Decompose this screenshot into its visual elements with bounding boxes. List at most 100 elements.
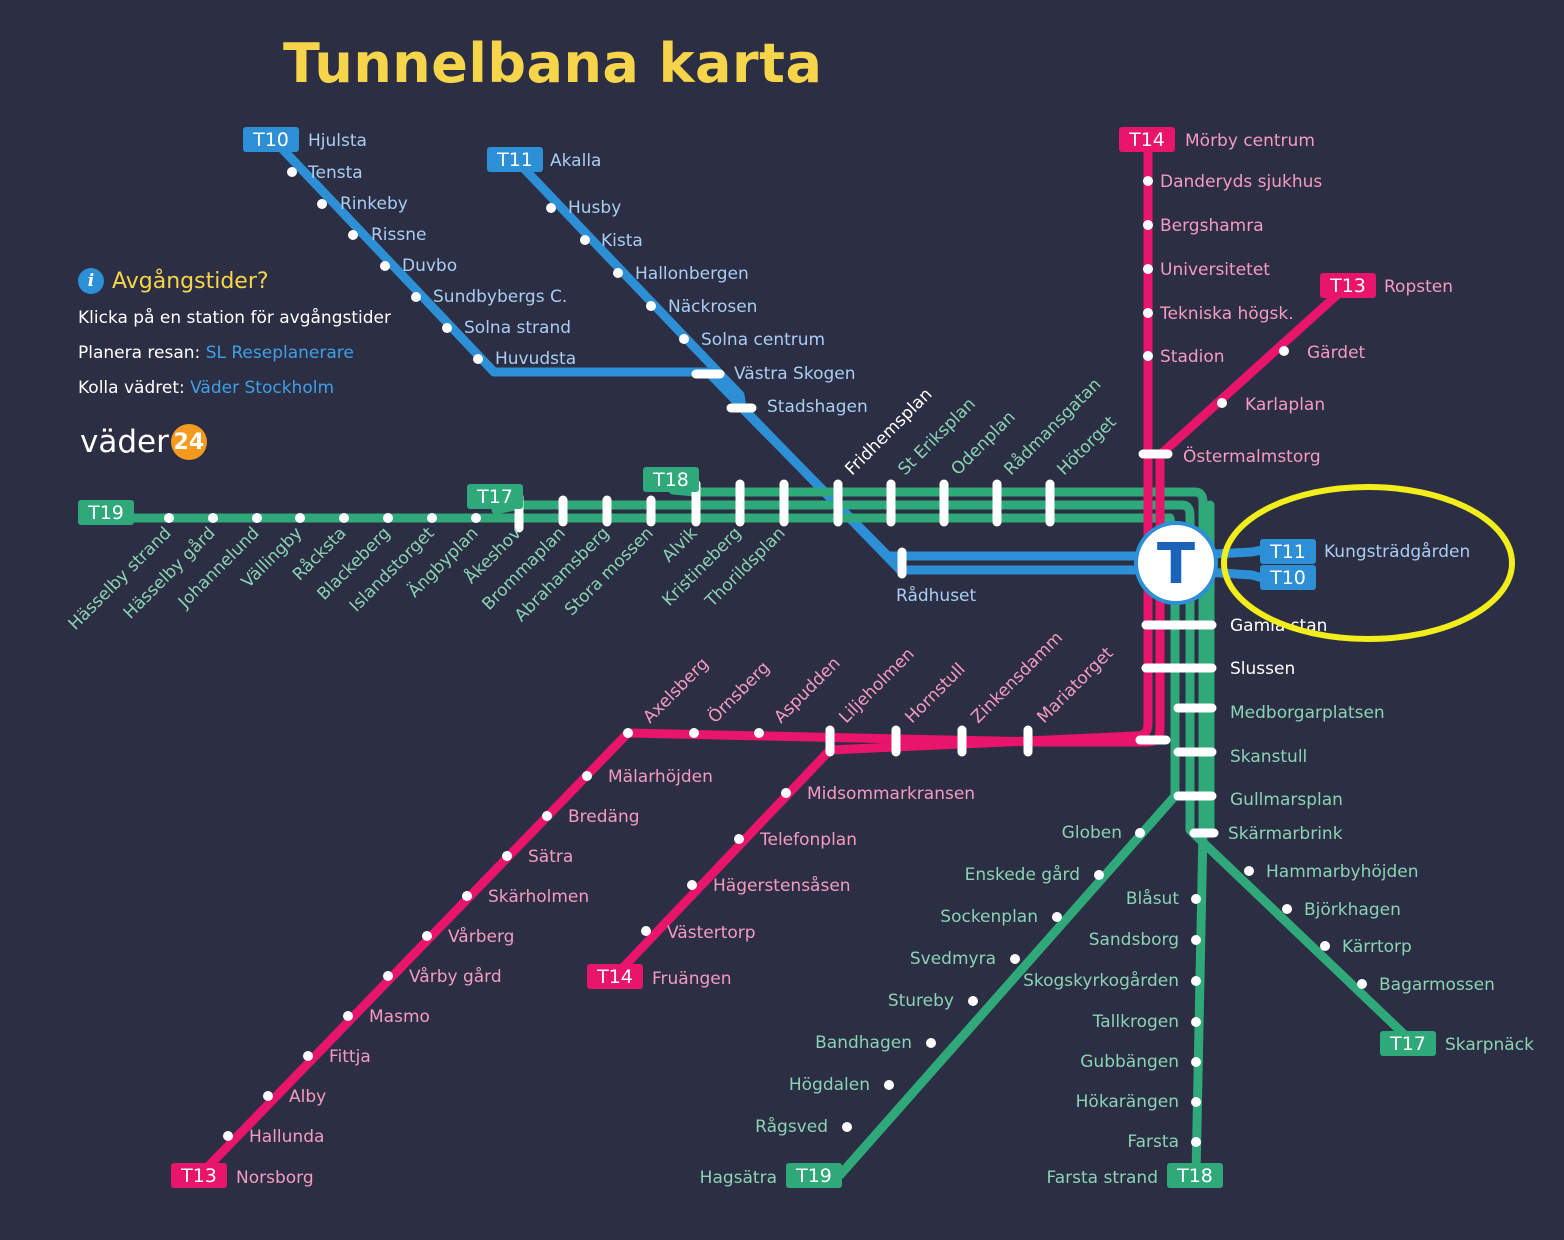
station-label-telefonplan[interactable]: Telefonplan bbox=[759, 830, 857, 850]
station-label-danderyds-sjukhus[interactable]: Danderyds sjukhus bbox=[1160, 172, 1322, 192]
station-dot[interactable] bbox=[1217, 398, 1227, 408]
station-dot[interactable] bbox=[422, 931, 432, 941]
station-dot[interactable] bbox=[383, 971, 393, 981]
station-label-ragsved[interactable]: Rågsved bbox=[755, 1116, 828, 1137]
station-label-stadion[interactable]: Stadion bbox=[1160, 347, 1225, 367]
station-label-varby-gard[interactable]: Vårby gård bbox=[409, 966, 502, 987]
station-dot[interactable] bbox=[502, 851, 512, 861]
station-label-varberg[interactable]: Vårberg bbox=[448, 926, 514, 947]
t17-badge[interactable]: T17 bbox=[467, 484, 523, 509]
station-label-bredang[interactable]: Bredäng bbox=[568, 807, 640, 827]
station-dot[interactable] bbox=[613, 268, 623, 278]
station-label-karrtorp[interactable]: Kärrtorp bbox=[1342, 937, 1412, 957]
t-centralen-marker[interactable]: T bbox=[1134, 521, 1218, 605]
station-label-svedmyra[interactable]: Svedmyra bbox=[910, 949, 996, 969]
station-dot[interactable] bbox=[1191, 894, 1201, 904]
station-dot[interactable] bbox=[1052, 912, 1062, 922]
station-dot[interactable] bbox=[1320, 941, 1330, 951]
station-label-hokarangen[interactable]: Hökarängen bbox=[1076, 1092, 1179, 1112]
station-label-karlaplan[interactable]: Karlaplan bbox=[1245, 395, 1325, 415]
station-dot[interactable] bbox=[252, 513, 262, 523]
t19-badge[interactable]: T19 bbox=[786, 1163, 842, 1188]
station-label-slussen[interactable]: Slussen bbox=[1230, 659, 1295, 679]
t11-badge[interactable]: T11 bbox=[487, 147, 543, 172]
station-label-radhuset[interactable]: Rådhuset bbox=[896, 585, 977, 606]
station-label-husby[interactable]: Husby bbox=[568, 198, 621, 218]
t19-badge[interactable]: T19 bbox=[78, 500, 134, 525]
t11-badge[interactable]: T11 bbox=[1260, 539, 1316, 564]
station-label-rinkeby[interactable]: Rinkeby bbox=[340, 194, 408, 214]
station-label-radmansgatan[interactable]: Rådmansgatan bbox=[1000, 374, 1106, 480]
station-label-fittja[interactable]: Fittja bbox=[329, 1047, 371, 1067]
station-dot[interactable] bbox=[295, 513, 305, 523]
station-dot[interactable] bbox=[968, 996, 978, 1006]
station-label-skarholmen[interactable]: Skärholmen bbox=[488, 887, 589, 907]
station-dot[interactable] bbox=[734, 834, 744, 844]
station-dot[interactable] bbox=[303, 1051, 313, 1061]
station-dot[interactable] bbox=[164, 513, 174, 523]
station-dot[interactable] bbox=[427, 513, 437, 523]
station-label-stadshagen[interactable]: Stadshagen bbox=[767, 397, 868, 417]
station-dot[interactable] bbox=[1094, 870, 1104, 880]
station-label-globen[interactable]: Globen bbox=[1062, 823, 1122, 843]
station-dot[interactable] bbox=[1279, 346, 1289, 356]
station-label-ornsberg[interactable]: Örnsberg bbox=[703, 657, 774, 728]
station-dot[interactable] bbox=[623, 728, 633, 738]
station-dot[interactable] bbox=[542, 811, 552, 821]
station-label-sundbybergs-c[interactable]: Sundbybergs C. bbox=[433, 287, 567, 307]
station-label-hallonbergen[interactable]: Hallonbergen bbox=[635, 264, 749, 284]
station-dot[interactable] bbox=[442, 323, 452, 333]
station-dot[interactable] bbox=[1143, 176, 1153, 186]
station-label-skanstull[interactable]: Skanstull bbox=[1230, 747, 1307, 767]
station-dot[interactable] bbox=[1191, 976, 1201, 986]
station-dot[interactable] bbox=[1244, 866, 1254, 876]
station-label-hagsatra[interactable]: Hagsätra bbox=[700, 1168, 777, 1188]
station-dot[interactable] bbox=[1191, 1057, 1201, 1067]
station-label-ostermalmstorg[interactable]: Östermalmstorg bbox=[1183, 445, 1321, 467]
station-dot[interactable] bbox=[580, 235, 590, 245]
station-label-farsta-strand[interactable]: Farsta strand bbox=[1047, 1168, 1158, 1188]
station-dot[interactable] bbox=[1135, 828, 1145, 838]
station-label-akalla[interactable]: Akalla bbox=[550, 151, 601, 171]
station-label-skogskyrkogarden[interactable]: Skogskyrkogården bbox=[1023, 970, 1179, 991]
station-label-rissne[interactable]: Rissne bbox=[371, 225, 426, 245]
station-label-bandhagen[interactable]: Bandhagen bbox=[815, 1033, 912, 1053]
station-label-kungstradgarden[interactable]: Kungsträdgården bbox=[1324, 541, 1470, 562]
station-label-satra[interactable]: Sätra bbox=[528, 847, 573, 867]
station-dot[interactable] bbox=[1191, 1137, 1201, 1147]
t17-badge[interactable]: T17 bbox=[1380, 1031, 1436, 1056]
station-label-sandsborg[interactable]: Sandsborg bbox=[1089, 930, 1179, 950]
t14-badge[interactable]: T14 bbox=[587, 964, 643, 989]
station-label-bjorkhagen[interactable]: Björkhagen bbox=[1304, 900, 1401, 920]
station-label-universitetet[interactable]: Universitetet bbox=[1160, 260, 1270, 280]
station-label-bergshamra[interactable]: Bergshamra bbox=[1160, 216, 1264, 236]
sl-reseplanerare-link[interactable]: SL Reseplanerare bbox=[205, 343, 354, 363]
station-dot[interactable] bbox=[263, 1091, 273, 1101]
station-label-morby-centrum[interactable]: Mörby centrum bbox=[1185, 131, 1315, 151]
t14-badge[interactable]: T14 bbox=[1119, 127, 1175, 152]
station-label-hornstull[interactable]: Hornstull bbox=[901, 659, 969, 727]
station-dot[interactable] bbox=[208, 513, 218, 523]
station-dot[interactable] bbox=[1282, 904, 1292, 914]
station-label-solna-strand[interactable]: Solna strand bbox=[464, 318, 571, 338]
station-dot[interactable] bbox=[582, 771, 592, 781]
station-label-fruangen[interactable]: Fruängen bbox=[652, 969, 732, 989]
station-dot[interactable] bbox=[754, 728, 764, 738]
station-dot[interactable] bbox=[546, 203, 556, 213]
info-heading[interactable]: i Avgångstider? bbox=[78, 268, 391, 294]
station-label-enskede-gard[interactable]: Enskede gård bbox=[965, 864, 1080, 885]
station-dot[interactable] bbox=[1143, 351, 1153, 361]
station-dot[interactable] bbox=[343, 1011, 353, 1021]
station-label-norsborg[interactable]: Norsborg bbox=[236, 1168, 314, 1188]
station-label-alby[interactable]: Alby bbox=[289, 1087, 326, 1107]
t10-badge[interactable]: T10 bbox=[243, 127, 299, 152]
station-dot[interactable] bbox=[689, 728, 699, 738]
station-dot[interactable] bbox=[383, 513, 393, 523]
station-label-axelsberg[interactable]: Axelsberg bbox=[639, 654, 712, 727]
station-dot[interactable] bbox=[1357, 979, 1367, 989]
station-label-skarmarbrink[interactable]: Skärmarbrink bbox=[1228, 824, 1343, 844]
station-label-nackrosen[interactable]: Näckrosen bbox=[668, 297, 757, 317]
station-dot[interactable] bbox=[1191, 1017, 1201, 1027]
station-label-vastra-skogen[interactable]: Västra Skogen bbox=[734, 364, 856, 384]
vader24-logo[interactable]: väder 24 bbox=[80, 424, 207, 460]
